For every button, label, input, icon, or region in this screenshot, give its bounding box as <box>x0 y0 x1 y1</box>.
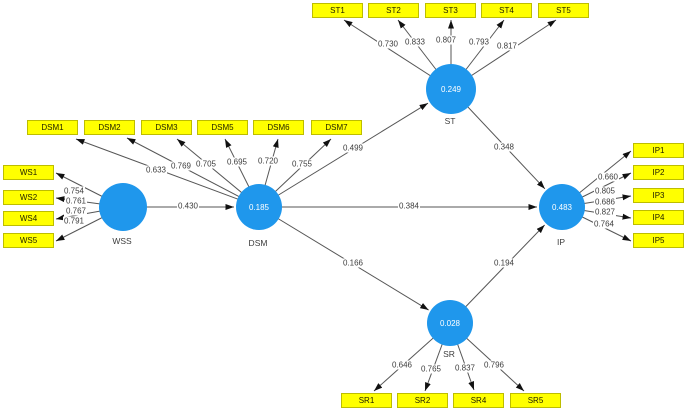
loading-value-ws2: 0.761 <box>64 196 88 206</box>
construct-circle-dsm[interactable]: 0.185 <box>236 184 282 230</box>
indicator-box-st2[interactable]: ST2 <box>368 3 419 18</box>
loading-value-ws5: 0.791 <box>62 216 86 226</box>
construct-circle-wss[interactable] <box>99 183 147 231</box>
construct-circle-sr[interactable]: 0.028 <box>427 300 473 346</box>
indicator-box-ip2[interactable]: IP2 <box>633 165 684 180</box>
edge-line <box>75 138 260 208</box>
path-coefficient-sr-ip: 0.194 <box>492 258 516 268</box>
indicator-box-dsm7[interactable]: DSM7 <box>311 120 362 135</box>
loading-value-ip4: 0.827 <box>593 207 617 217</box>
construct-rsquare-sr: 0.028 <box>439 318 461 328</box>
indicator-box-sr1[interactable]: SR1 <box>341 393 392 408</box>
edge-line <box>258 102 429 208</box>
construct-name-st: ST <box>444 116 456 126</box>
loading-value-ws1: 0.754 <box>62 186 86 196</box>
indicator-box-st3[interactable]: ST3 <box>425 3 476 18</box>
indicator-box-st4[interactable]: ST4 <box>481 3 532 18</box>
indicator-box-st5[interactable]: ST5 <box>538 3 589 18</box>
indicator-box-dsm2[interactable]: DSM2 <box>84 120 135 135</box>
loading-value-st5: 0.817 <box>495 41 519 51</box>
loading-value-ws4: 0.767 <box>64 206 88 216</box>
loading-value-dsm5: 0.695 <box>225 157 249 167</box>
indicator-box-dsm3[interactable]: DSM3 <box>141 120 192 135</box>
construct-rsquare-st: 0.249 <box>440 84 462 94</box>
loading-value-dsm7: 0.755 <box>290 159 314 169</box>
loading-value-dsm3: 0.705 <box>194 159 218 169</box>
indicator-box-dsm1[interactable]: DSM1 <box>27 120 78 135</box>
construct-name-ip: IP <box>556 237 566 247</box>
path-coefficient-wss-dsm: 0.430 <box>176 201 200 211</box>
path-coefficient-dsm-ip: 0.384 <box>397 201 421 211</box>
indicator-box-ws2[interactable]: WS2 <box>3 190 54 205</box>
loading-value-st4: 0.793 <box>467 37 491 47</box>
indicator-box-st1[interactable]: ST1 <box>312 3 363 18</box>
indicator-box-ws5[interactable]: WS5 <box>3 233 54 248</box>
loading-value-ip3: 0.686 <box>593 197 617 207</box>
indicator-box-ip1[interactable]: IP1 <box>633 143 684 158</box>
path-coefficient-dsm-sr: 0.166 <box>341 258 365 268</box>
edge-line <box>126 137 260 208</box>
loading-value-ip5: 0.764 <box>592 219 616 229</box>
path-coefficient-st-ip: 0.348 <box>492 142 516 152</box>
indicator-box-ws4[interactable]: WS4 <box>3 211 54 226</box>
indicator-box-dsm6[interactable]: DSM6 <box>253 120 304 135</box>
indicator-box-ip4[interactable]: IP4 <box>633 210 684 225</box>
loading-value-ip1: 0.660 <box>596 172 620 182</box>
indicator-box-dsm5[interactable]: DSM5 <box>197 120 248 135</box>
indicator-box-sr4[interactable]: SR4 <box>453 393 504 408</box>
path-coefficient-dsm-st: 0.499 <box>341 143 365 153</box>
loading-value-sr4: 0.837 <box>453 363 477 373</box>
loading-value-st2: 0.833 <box>403 37 427 47</box>
indicator-box-sr2[interactable]: SR2 <box>397 393 448 408</box>
loading-value-dsm2: 0.769 <box>169 161 193 171</box>
loading-value-st1: 0.730 <box>376 39 400 49</box>
loading-value-dsm1: 0.633 <box>144 165 168 175</box>
construct-circle-ip[interactable]: 0.483 <box>539 184 585 230</box>
indicator-box-sr5[interactable]: SR5 <box>510 393 561 408</box>
indicator-box-ws1[interactable]: WS1 <box>3 165 54 180</box>
indicator-box-ip5[interactable]: IP5 <box>633 233 684 248</box>
construct-name-sr: SR <box>443 349 455 359</box>
construct-rsquare-dsm: 0.185 <box>248 202 270 212</box>
loading-value-st3: 0.807 <box>434 35 458 45</box>
loading-value-sr2: 0.765 <box>419 364 443 374</box>
construct-name-dsm: DSM <box>248 238 268 248</box>
construct-rsquare-ip: 0.483 <box>551 202 573 212</box>
construct-name-wss: WSS <box>112 236 132 246</box>
loading-value-ip2: 0.805 <box>593 186 617 196</box>
loading-value-dsm6: 0.720 <box>256 156 280 166</box>
loading-value-sr5: 0.796 <box>482 360 506 370</box>
construct-circle-st[interactable]: 0.249 <box>426 64 476 114</box>
indicator-box-ip3[interactable]: IP3 <box>633 188 684 203</box>
loading-value-sr1: 0.646 <box>390 360 414 370</box>
